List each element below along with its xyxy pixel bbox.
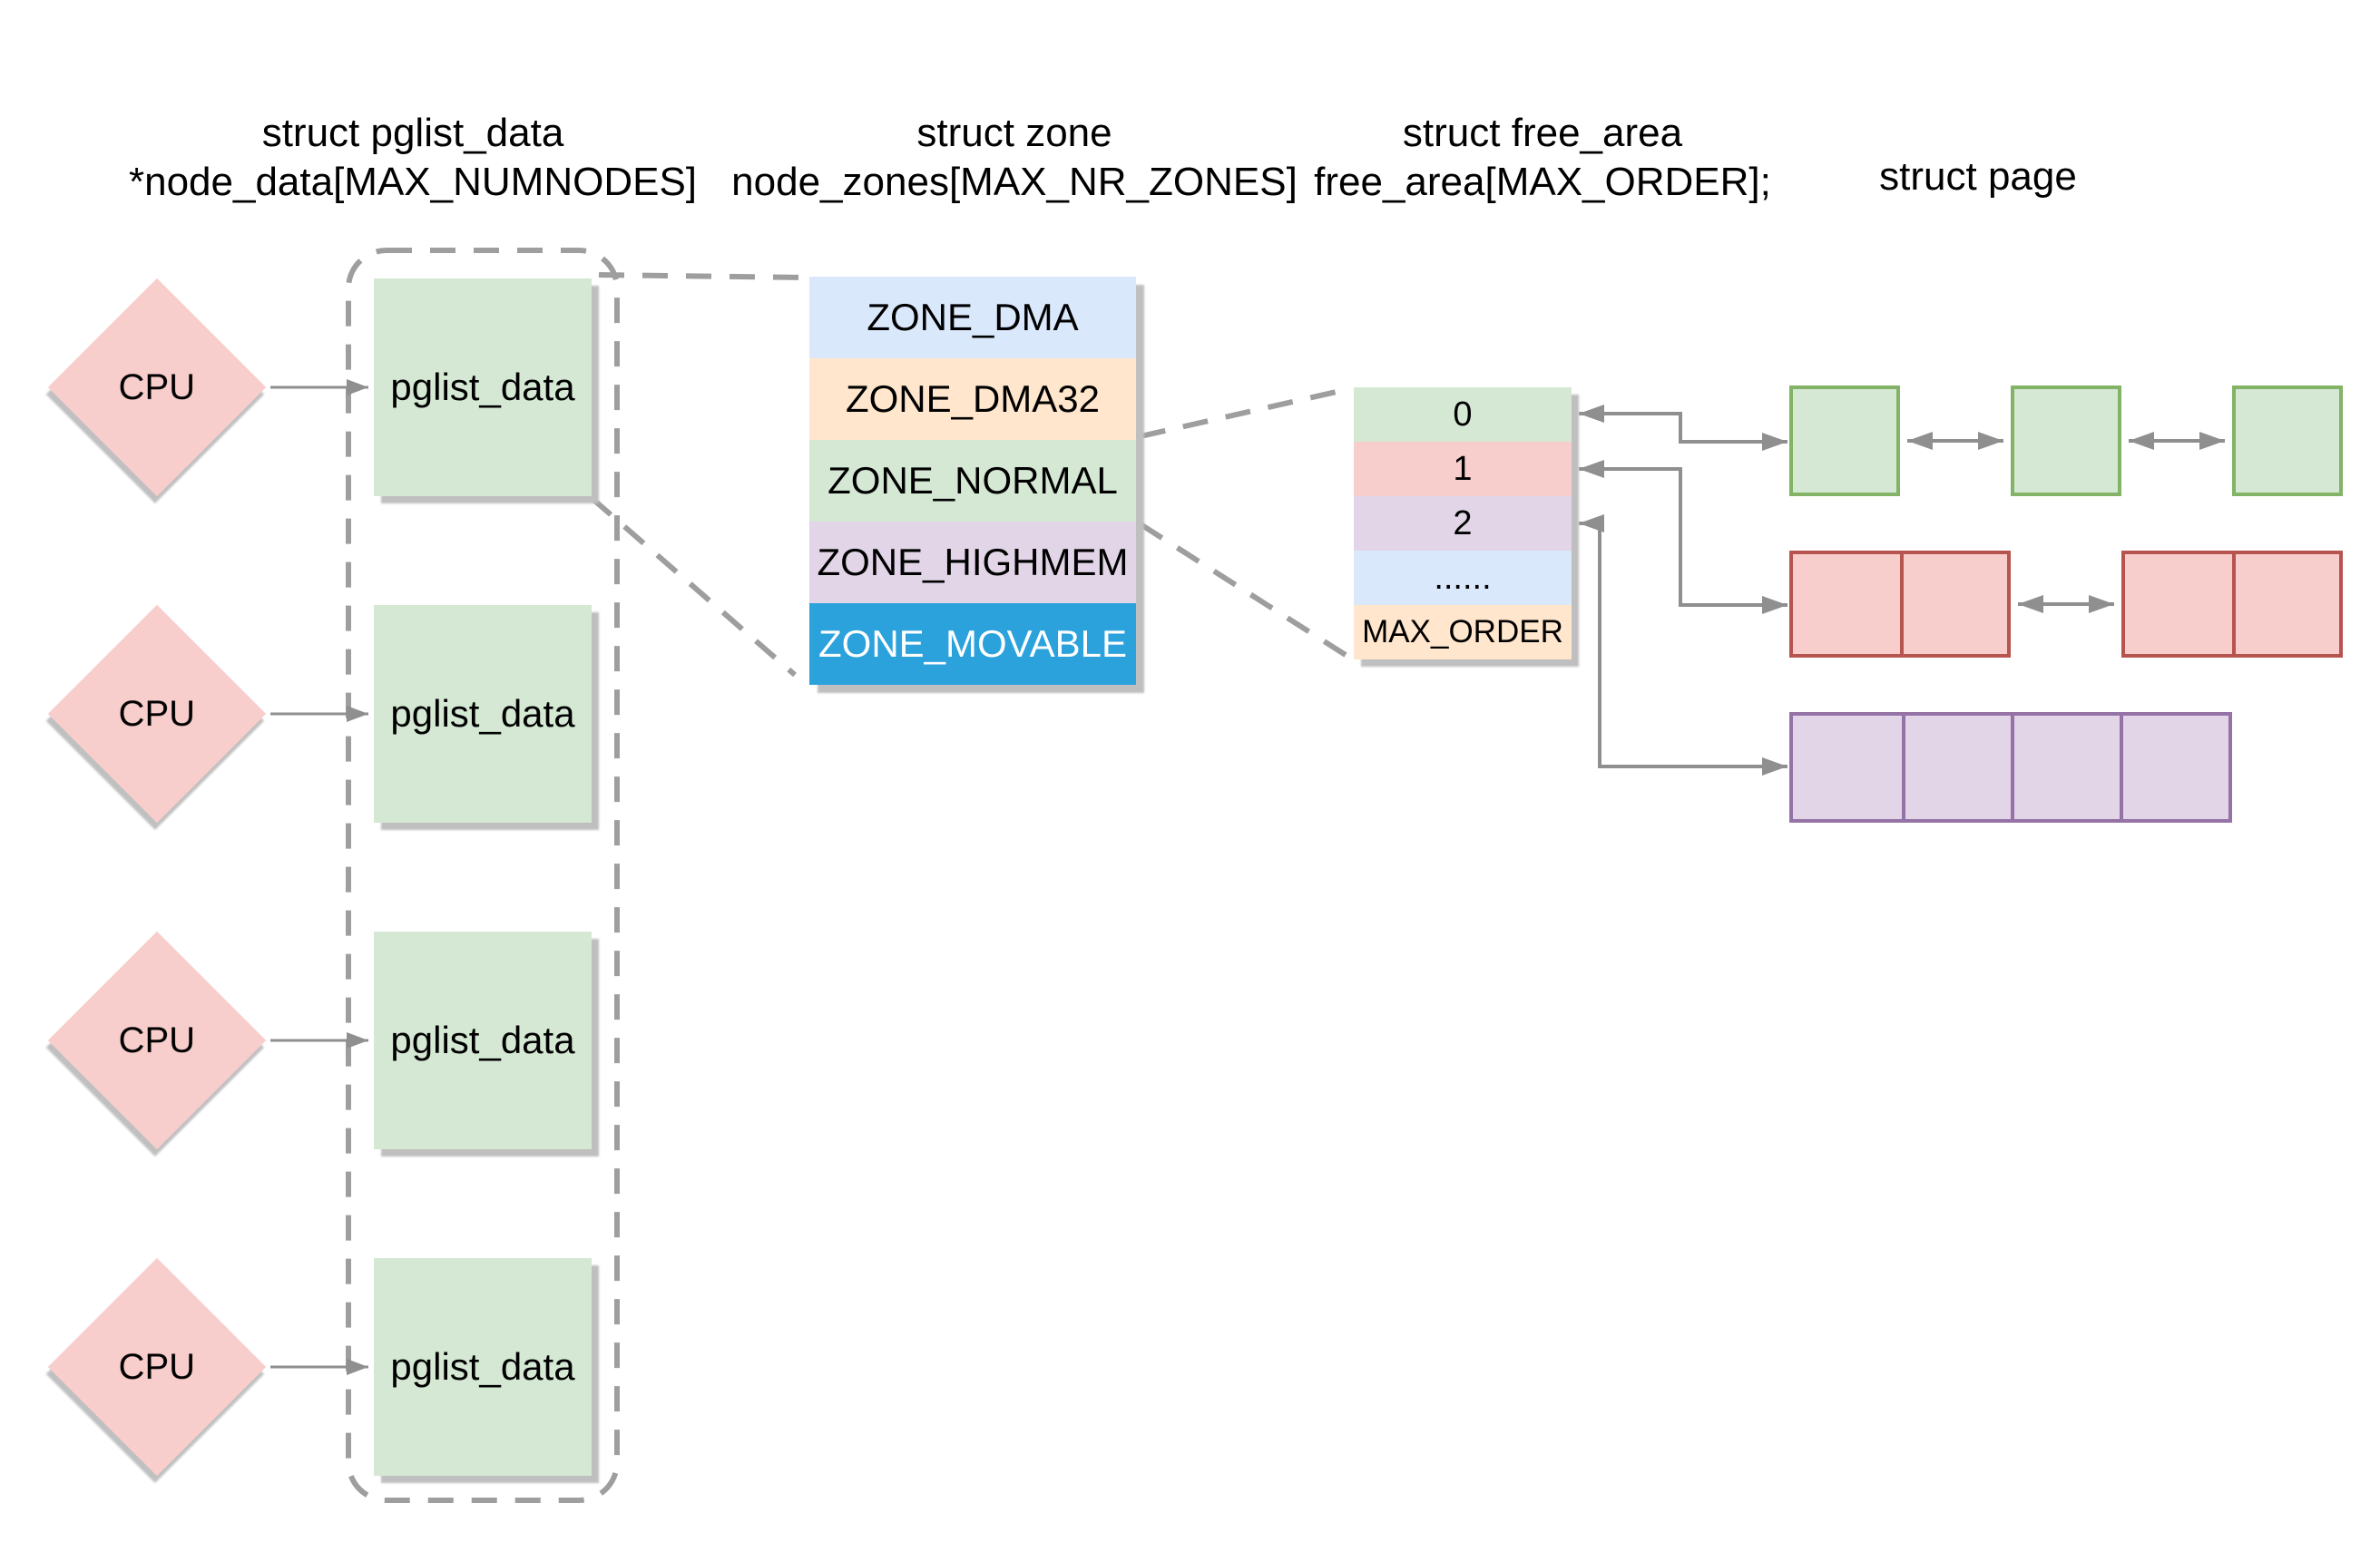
page-block-order1-2	[2121, 551, 2343, 658]
zone-stack: ZONE_DMA ZONE_DMA32 ZONE_NORMAL ZONE_HIG…	[809, 277, 1136, 685]
pglist-data-box-1-label: pglist_data	[390, 366, 575, 408]
zone-row-movable: ZONE_MOVABLE	[809, 603, 1136, 685]
zone-row-movable-label: ZONE_MOVABLE	[818, 622, 1127, 665]
free-area-row-max-order: MAX_ORDER	[1354, 605, 1572, 659]
link-order0-to-pages	[1579, 405, 1787, 451]
zone-row-highmem-label: ZONE_HIGHMEM	[817, 541, 1129, 583]
free-area-row-0: 0	[1354, 387, 1572, 442]
header-free-area-line1: struct free_area	[1402, 111, 1683, 155]
pglist-data-box-4: pglist_data	[374, 1258, 592, 1476]
cpu-node-4: CPU	[47, 1257, 267, 1477]
pglist-data-box-4-label: pglist_data	[390, 1345, 575, 1388]
dashed-link-pglist-to-zone-bottom	[590, 495, 797, 678]
link-order1-to-pages	[1579, 460, 1787, 614]
pglist-data-box-2-label: pglist_data	[390, 692, 575, 735]
page-cell	[1793, 716, 1902, 819]
page-cell	[2011, 716, 2120, 819]
header-page: struct page	[1706, 152, 2250, 201]
page-cell	[1900, 554, 2007, 654]
header-pglist-data: struct pglist_data *node_data[MAX_NUMNOD…	[50, 109, 776, 207]
zone-row-dma32: ZONE_DMA32	[809, 358, 1136, 440]
page-cell	[2232, 554, 2339, 654]
page-block-order2-1	[1789, 712, 2232, 823]
cpu-node-2-label: CPU	[118, 693, 196, 734]
free-area-row-1: 1	[1354, 442, 1572, 496]
dashed-link-zone-to-freearea-top	[1140, 386, 1349, 439]
pglist-data-box-1: pglist_data	[374, 278, 592, 496]
free-area-row-max-order-label: MAX_ORDER	[1362, 614, 1563, 649]
header-free-area: struct free_area free_area[MAX_ORDER];	[1180, 109, 1905, 207]
page-block-order0-1	[1789, 386, 1900, 496]
pglist-data-box-2: pglist_data	[374, 605, 592, 823]
free-area-row-ellipsis-label: ......	[1434, 558, 1492, 597]
header-pglist-line1: struct pglist_data	[261, 111, 564, 155]
page-cell	[1793, 554, 1900, 654]
page-cell	[2236, 389, 2339, 493]
zone-row-normal: ZONE_NORMAL	[809, 440, 1136, 522]
free-area-row-2: 2	[1354, 496, 1572, 551]
header-zone: struct zone node_zones[MAX_NR_ZONES]	[651, 109, 1377, 207]
page-cell	[1902, 716, 2011, 819]
free-area-row-ellipsis: ......	[1354, 551, 1572, 605]
page-block-order1-1	[1789, 551, 2011, 658]
dashed-link-zone-to-freearea-bottom	[1139, 522, 1350, 659]
zone-row-dma: ZONE_DMA	[809, 277, 1136, 358]
cpu-node-1: CPU	[47, 278, 267, 497]
cpu-node-3-label: CPU	[118, 1020, 196, 1060]
pglist-data-box-3-label: pglist_data	[390, 1019, 575, 1061]
page-block-order0-3	[2232, 386, 2343, 496]
header-pglist-line2: *node_data[MAX_NUMNODES]	[128, 160, 698, 204]
page-cell	[2120, 716, 2228, 819]
header-page-line1: struct page	[1879, 154, 2077, 199]
cpu-node-1-label: CPU	[118, 366, 196, 407]
cpu-node-4-label: CPU	[118, 1346, 196, 1387]
cpu-node-3: CPU	[47, 931, 267, 1150]
free-area-table: 0 1 2 ...... MAX_ORDER	[1354, 387, 1572, 659]
zone-row-dma32-label: ZONE_DMA32	[845, 377, 1101, 420]
free-area-row-1-label: 1	[1453, 449, 1473, 488]
zone-row-highmem: ZONE_HIGHMEM	[809, 522, 1136, 603]
page-cell	[2014, 389, 2118, 493]
header-zone-line1: struct zone	[916, 111, 1112, 155]
header-free-area-line2: free_area[MAX_ORDER];	[1314, 160, 1771, 204]
free-area-row-0-label: 0	[1453, 395, 1473, 434]
cpu-node-2: CPU	[47, 604, 267, 824]
header-zone-line2: node_zones[MAX_NR_ZONES]	[731, 160, 1298, 204]
free-area-row-2-label: 2	[1453, 503, 1473, 542]
zone-row-dma-label: ZONE_DMA	[867, 296, 1079, 338]
dashed-link-pglist-to-zone-top	[598, 272, 807, 280]
page-cell	[2125, 554, 2232, 654]
pglist-data-box-3: pglist_data	[374, 932, 592, 1149]
zone-row-normal-label: ZONE_NORMAL	[828, 459, 1118, 502]
page-cell	[1793, 389, 1896, 493]
page-block-order0-2	[2011, 386, 2121, 496]
link-order2-to-pages	[1579, 514, 1787, 776]
